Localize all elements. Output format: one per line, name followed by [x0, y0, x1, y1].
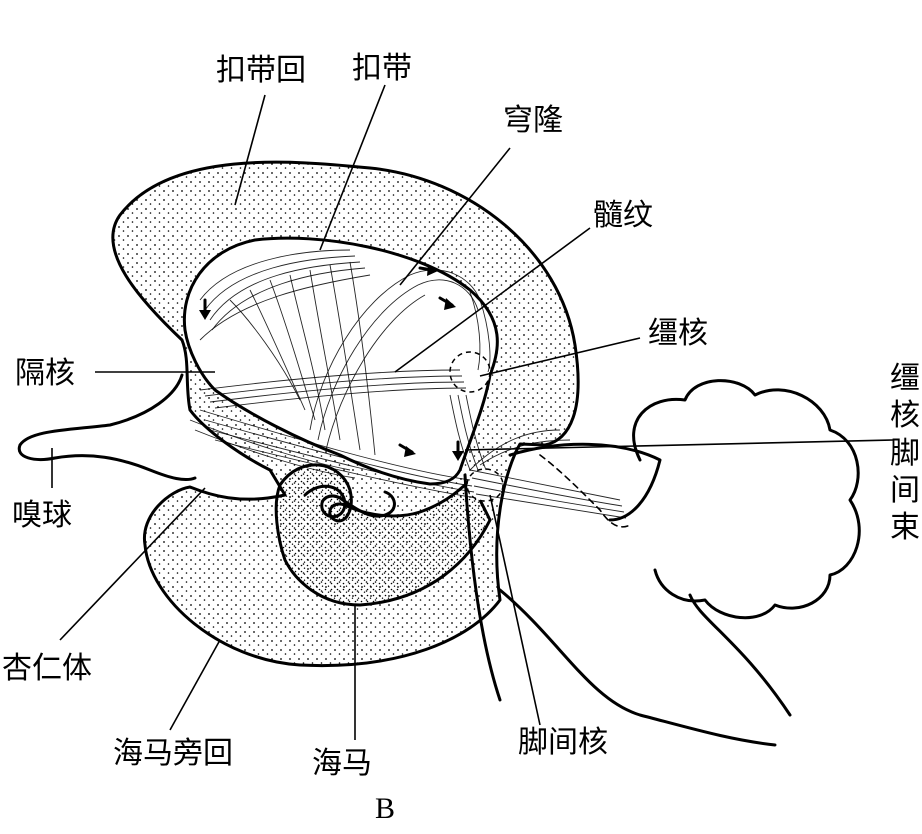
tract-char: 缰 — [890, 361, 920, 396]
limbic-lobe-ring — [113, 162, 578, 665]
tract-char: 核 — [890, 398, 920, 433]
label-cingulate-gyrus: 扣带回 — [216, 53, 306, 88]
panel-label: B — [375, 792, 395, 825]
label-stria-medullaris: 髓纹 — [593, 198, 653, 233]
label-interpeduncular-nucleus: 脚间核 — [518, 725, 608, 760]
label-cingulum: 扣带 — [352, 51, 412, 86]
label-septal-nucleus: 隔核 — [15, 356, 75, 391]
habenular-nucleus-shape — [450, 352, 490, 392]
label-amygdala: 杏仁体 — [2, 651, 92, 686]
label-olfactory-bulb: 嗅球 — [12, 498, 72, 533]
tract-char: 束 — [890, 510, 920, 545]
label-habenulo-interpeduncular-tract: 缰 核 脚 间 束 — [890, 361, 920, 545]
interpeduncular-nucleus-shape — [467, 469, 503, 501]
label-habenular-nucleus: 缰核 — [648, 316, 708, 351]
tract-char: 脚 — [890, 436, 920, 471]
label-parahippocampal-gyrus: 海马旁回 — [113, 736, 233, 771]
label-hippocampus: 海马 — [312, 746, 372, 781]
label-fornix: 穹隆 — [503, 103, 563, 138]
tract-char: 间 — [890, 473, 920, 508]
